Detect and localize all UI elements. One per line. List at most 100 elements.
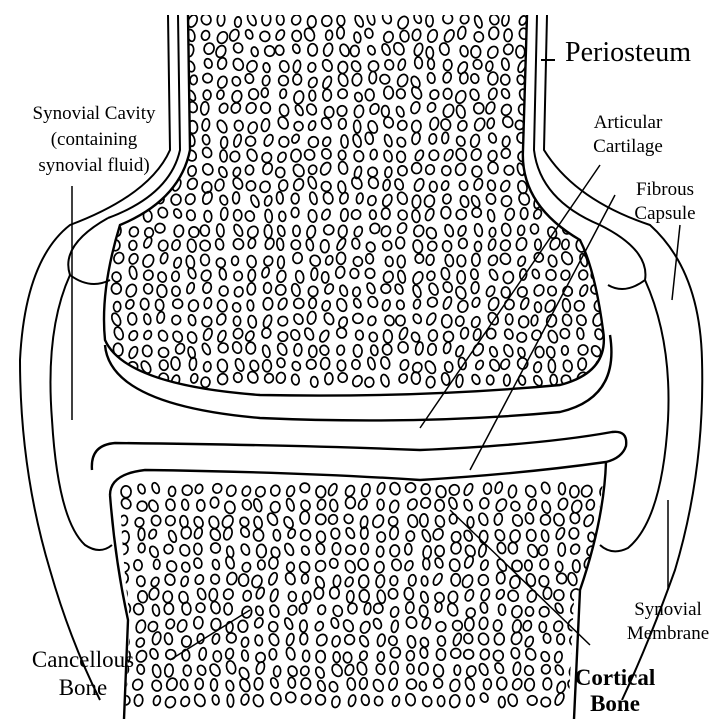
bone-cell [531,268,541,279]
bone-cell [389,646,401,659]
bone-cell [246,342,256,354]
bone-cell [264,237,276,251]
bone-cell [531,131,543,145]
bone-cell [493,528,506,542]
bone-cell [344,663,355,676]
bone-cell [303,148,317,162]
bone-cell [308,297,316,308]
bone-cell [198,647,207,660]
bone-cell [488,26,499,40]
label-synovial-membrane-line2: Membrane [618,624,718,644]
bone-cell [443,223,454,237]
bone-cell [308,136,319,148]
bone-cell [194,483,204,494]
bone-cell [201,190,214,205]
bone-cell [470,147,483,161]
bone-cell [311,268,318,281]
bone-cell [599,621,608,632]
bone-cell [424,194,436,207]
bone-cell [209,542,222,555]
bone-cell [382,30,395,44]
bone-cell [405,601,414,613]
bone-cell [589,87,602,101]
bone-cell [163,573,176,587]
bone-cell [412,195,422,209]
bone-cell [291,43,301,54]
bone-cell [429,150,440,161]
bone-cell [399,359,410,372]
bone-cell [306,225,317,239]
bone-cell [202,282,213,295]
bone-cell [331,528,340,539]
bone-cell [407,514,419,529]
bone-cell [268,632,281,647]
bone-cell [457,357,467,370]
bone-cell [164,695,178,709]
bone-cell [215,30,229,45]
bone-cell [196,587,207,601]
bone-cell [133,560,142,571]
bone-cell [142,345,153,357]
bone-cell [137,483,147,495]
bone-cell [540,650,551,662]
bone-cell [587,648,598,659]
bone-cell [554,589,565,600]
bone-cell [255,661,266,675]
label-synovial-cavity: Synovial Cavity (containing synovial flu… [8,104,180,176]
bone-cell [308,44,318,56]
bone-cell [234,358,246,373]
bone-cell [487,209,496,222]
bone-cell [396,315,406,326]
bone-cell [276,342,289,357]
bone-cell [155,299,165,311]
bone-cell [327,513,339,525]
bone-cell [239,526,251,539]
bone-cell [448,591,458,604]
bone-cell [203,297,212,309]
bone-cell [203,90,211,100]
bone-cell [432,572,444,586]
bone-cell [595,360,604,373]
bone-cell [510,647,520,659]
bone-cell [158,90,169,102]
bone-cell [472,253,480,266]
bone-cell [136,500,147,511]
bone-cell [314,620,325,632]
bone-cell [181,484,194,497]
bone-cell [488,358,501,373]
bone-cell [222,527,233,541]
bone-cell [141,375,151,389]
bone-cell [171,194,182,206]
bone-cell [575,223,585,233]
bone-cell [406,531,415,542]
bone-cell [554,651,564,664]
bone-cell [540,481,551,495]
bone-cell [151,631,162,646]
bone-cell [483,483,492,495]
bone-cell [455,135,466,147]
bone-cell [603,604,610,616]
bone-cell [200,225,210,237]
bone-cell [269,604,281,618]
bone-cell [333,575,342,588]
bone-cell [274,283,287,297]
bone-cell [503,374,510,386]
bone-cell [471,207,481,218]
bone-cell [197,500,205,511]
bone-cell [471,373,482,385]
bone-cell [216,329,227,343]
bone-cell [274,28,286,41]
bone-cell [354,92,364,103]
bone-cell [325,30,333,41]
bone-cell [246,225,260,240]
bone-cell [263,282,271,293]
bone-cell [500,87,511,99]
bone-cell [268,621,278,632]
bone-cell [342,618,356,633]
bone-cell [292,312,305,326]
bone-cell [464,588,475,602]
bone-cell [421,528,433,543]
bone-cell [487,296,501,312]
bone-cell [384,166,392,178]
bone-cell [455,208,468,221]
